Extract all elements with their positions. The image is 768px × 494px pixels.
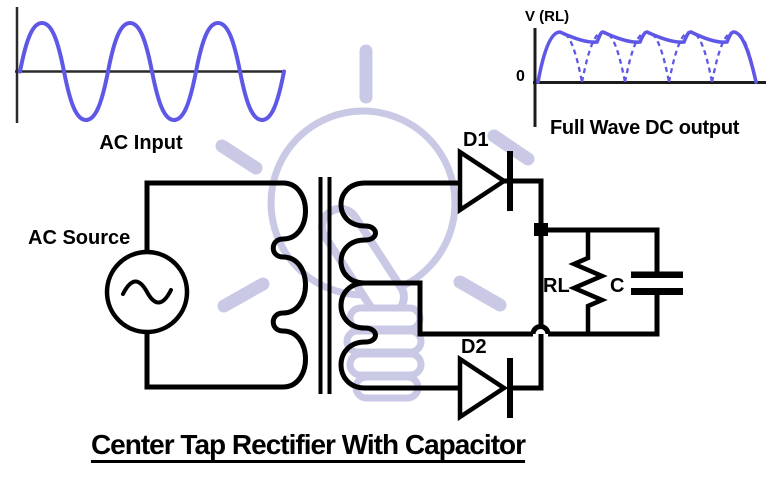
ac-input-caption: AC Input: [99, 132, 183, 154]
bulb-fingers-shape: [343, 304, 425, 402]
bulb-rays-icon: [215, 44, 535, 313]
capacitor-label: C: [610, 275, 625, 297]
diagram-title: Center Tap Rectifier With Capacitor: [90, 429, 526, 460]
junction-node: [534, 223, 548, 236]
ac-source-sine-icon: [121, 279, 173, 305]
dc-output-origin-label: 0: [516, 68, 525, 85]
dc-output-yaxis-label: V (RL): [525, 8, 570, 25]
diagram-title-wrap: Center Tap Rectifier With Capacitor: [0, 429, 616, 461]
center-tap-wire: [365, 280, 660, 337]
diode-d2-label: D2: [461, 336, 487, 358]
diode-d1-symbol: [457, 147, 513, 215]
ac-input-plot: [15, 7, 286, 123]
wire-hop: [530, 324, 551, 335]
d2-triangle: [457, 354, 509, 422]
primary-winding-and-wires: [144, 180, 308, 390]
ac-source-symbol: [104, 249, 190, 335]
diode-d2-symbol: [457, 354, 513, 422]
dc-output-plot: [533, 28, 766, 127]
rectified-humps-dashed: [536, 30, 758, 83]
resistor-rl-symbol: [568, 230, 608, 334]
ac-input-sine-wave: [18, 20, 286, 123]
ac-source-label: AC Source: [28, 227, 131, 249]
d1-triangle: [457, 147, 509, 215]
load-resistor-label: RL: [543, 275, 570, 297]
ripple-curve-solid: [536, 30, 758, 84]
capacitor-c-symbol: [631, 271, 683, 295]
dc-output-axes: [533, 28, 766, 127]
circuit: [104, 147, 683, 422]
transformer-core: [318, 177, 332, 394]
diode-d1-label: D1: [463, 129, 489, 151]
dc-output-caption: Full Wave DC output: [550, 117, 740, 139]
positive-rail-wire: [541, 227, 660, 272]
lightbulb-watermark: [215, 44, 535, 402]
diode-output-vertical-wire: [504, 178, 544, 391]
